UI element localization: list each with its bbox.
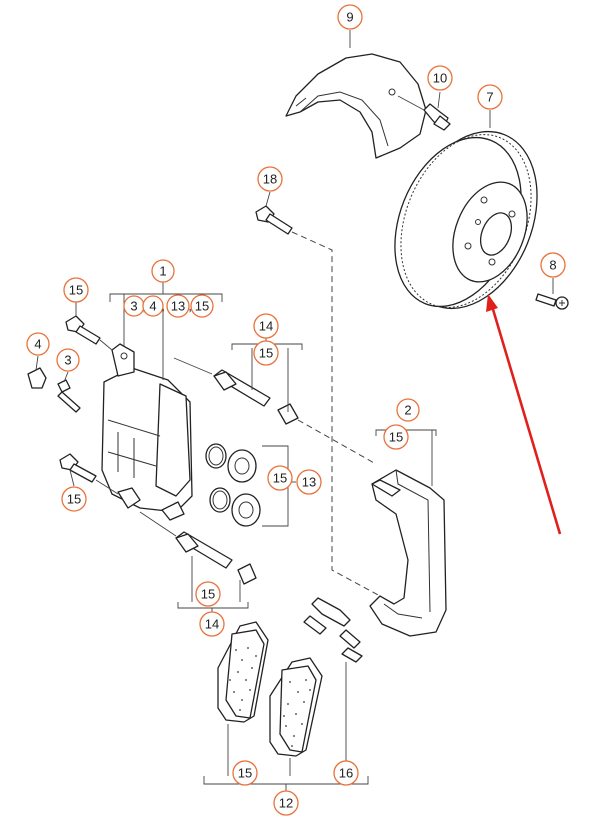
callout-15-upper-pin: 15 xyxy=(253,340,279,366)
bleeder-screw xyxy=(57,379,81,413)
callout-14-lower: 14 xyxy=(199,611,225,637)
callout-18: 18 xyxy=(257,166,283,192)
caliper-carrier xyxy=(369,469,447,637)
brake-pad-inner xyxy=(269,657,323,757)
callout-15-seals: 15 xyxy=(267,465,293,491)
svg-text:7: 7 xyxy=(486,90,493,105)
callout-15-lower-bolt: 15 xyxy=(61,486,87,512)
svg-text:15: 15 xyxy=(67,492,81,507)
callout-15-pad: 15 xyxy=(232,760,258,786)
svg-text:4: 4 xyxy=(149,299,156,314)
svg-text:,: , xyxy=(161,299,165,314)
svg-text:13: 13 xyxy=(171,299,185,314)
svg-text:18: 18 xyxy=(263,172,277,187)
highlight-arrow xyxy=(486,294,562,535)
carrier-bolt xyxy=(255,205,381,597)
svg-text:1: 1 xyxy=(159,264,166,279)
disc-screw xyxy=(535,293,569,310)
svg-text:13: 13 xyxy=(302,475,316,490)
callout-4: 4 xyxy=(26,332,50,356)
callout-2: 2 xyxy=(396,398,420,422)
svg-text:3: 3 xyxy=(130,299,137,314)
callout-7: 7 xyxy=(477,84,503,110)
pad-friction-texture xyxy=(229,647,311,747)
caliper-housing xyxy=(101,343,193,521)
svg-text:15: 15 xyxy=(259,346,273,361)
callout-12: 12 xyxy=(273,790,299,816)
svg-text:4: 4 xyxy=(34,337,41,352)
guide-pin-lower xyxy=(139,511,257,585)
svg-text:3: 3 xyxy=(64,353,71,368)
svg-text:12: 12 xyxy=(279,796,293,811)
seal-kit xyxy=(205,443,261,527)
callout-1-subparts: 3 , 4 , 13 , 15 xyxy=(123,294,214,318)
svg-text:16: 16 xyxy=(339,766,353,781)
callout-9: 9 xyxy=(337,4,363,30)
splash-shield xyxy=(285,53,427,159)
svg-text:14: 14 xyxy=(205,617,219,632)
svg-text:14: 14 xyxy=(259,319,273,334)
svg-text:15: 15 xyxy=(195,299,209,314)
brake-disc xyxy=(394,130,538,310)
svg-text:15: 15 xyxy=(238,766,252,781)
brake-pad-outer xyxy=(217,621,269,723)
callout-8: 8 xyxy=(540,252,566,278)
callout-13: 13 xyxy=(296,469,322,495)
bracket-lines xyxy=(35,30,554,792)
callout-16: 16 xyxy=(333,760,359,786)
svg-text:15: 15 xyxy=(273,471,287,486)
svg-text:,: , xyxy=(188,299,192,314)
guide-pin-upper xyxy=(173,357,377,465)
pad-retaining-springs xyxy=(303,597,363,663)
caliper-bolt-lower xyxy=(59,453,119,495)
svg-text:9: 9 xyxy=(346,10,353,25)
callout-10: 10 xyxy=(427,65,453,91)
svg-text:15: 15 xyxy=(201,587,215,602)
callout-3: 3 xyxy=(56,348,80,372)
bleeder-cap xyxy=(27,367,47,389)
callout-15-upper-bolt: 15 xyxy=(63,277,89,303)
svg-text:10: 10 xyxy=(433,71,447,86)
svg-text:15: 15 xyxy=(389,430,403,445)
callout-15-lower-pin: 15 xyxy=(195,581,221,607)
shield-bolt xyxy=(397,95,451,131)
svg-text:2: 2 xyxy=(404,403,411,418)
svg-text:8: 8 xyxy=(549,258,556,273)
callout-14-upper: 14 xyxy=(253,313,279,339)
callout-1: 1 xyxy=(151,259,175,283)
callout-15-carrier: 15 xyxy=(383,424,409,450)
svg-text:15: 15 xyxy=(69,283,83,298)
caliper-bolt-upper xyxy=(65,315,113,351)
